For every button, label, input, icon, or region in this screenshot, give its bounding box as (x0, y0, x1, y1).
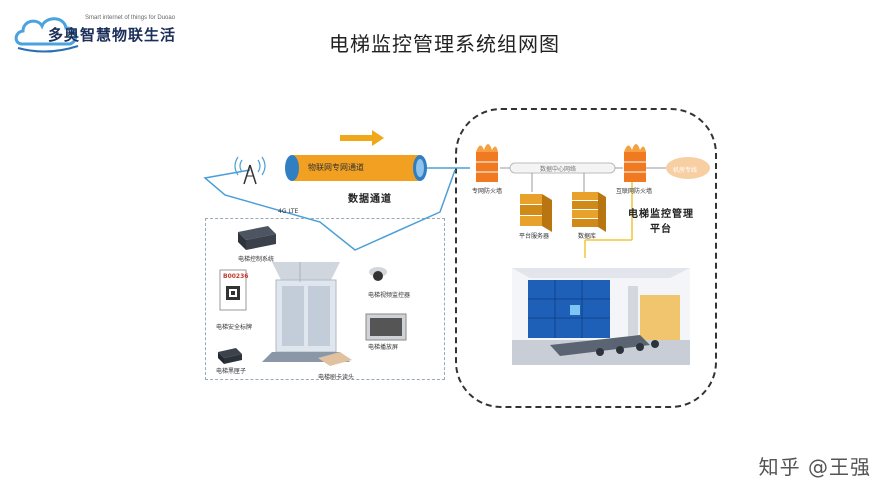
ad-screen-icon (365, 313, 407, 341)
data-flow-arrow-icon (340, 130, 384, 146)
database-icon (572, 192, 606, 232)
cloud-logo-icon (14, 17, 79, 53)
control-box-icon (238, 226, 276, 250)
watermark: 知乎 @王强 (758, 455, 871, 479)
server-label: 平台服务器 (519, 233, 550, 240)
server-icon (520, 194, 552, 232)
firewall-left-icon (476, 144, 498, 182)
control-room-illustration (512, 268, 690, 365)
safety-sign-icon (219, 269, 247, 311)
firewall-right-icon (624, 144, 646, 182)
firewall-right-label: 互联网防火墙 (616, 188, 653, 195)
platform-label-line1: 电梯监控管理 (628, 209, 694, 220)
bus-label: 数据中心网络 (540, 166, 577, 173)
firewall-left-label: 专网防火墙 (472, 188, 503, 195)
safety-sign-label: 电梯安全标牌 (216, 324, 253, 331)
logo-name: 多奥智慧物联生活 (48, 26, 177, 44)
wireless-link-line (203, 169, 456, 251)
platform-label-line2: 平台 (650, 224, 672, 235)
datacenter-frame (455, 108, 717, 408)
iot-pipe-icon (285, 155, 427, 181)
antenna-tower-icon (234, 156, 266, 185)
database-label: 数据库 (578, 233, 597, 240)
elevator-car-illustration (262, 262, 350, 362)
pipe-label: 物联网专网通道 (308, 163, 364, 172)
black-box-icon (218, 348, 242, 364)
card-reader-label: 电梯刷卡读头 (318, 374, 355, 381)
elevator-devices-frame (205, 218, 445, 380)
black-box-label: 电梯黑匣子 (216, 368, 247, 375)
lte-label: 4G LTE (278, 208, 299, 215)
isp-line-label: 机房专线 (673, 167, 698, 174)
camera-label: 电梯视频监控器 (368, 292, 411, 299)
sign-code: B00236 (223, 273, 249, 280)
page-title: 电梯监控管理系统组网图 (329, 32, 560, 56)
data-channel-label: 数据通道 (348, 194, 392, 205)
card-reader-icon (318, 352, 352, 366)
camera-icon (369, 267, 387, 281)
control-system-label: 电梯控制系统 (238, 256, 275, 263)
isp-cloud-icon (666, 157, 710, 179)
logo-tagline: Smart internet of things for Duoao (85, 15, 176, 21)
ad-screen-label: 电梯播放屏 (368, 344, 399, 351)
